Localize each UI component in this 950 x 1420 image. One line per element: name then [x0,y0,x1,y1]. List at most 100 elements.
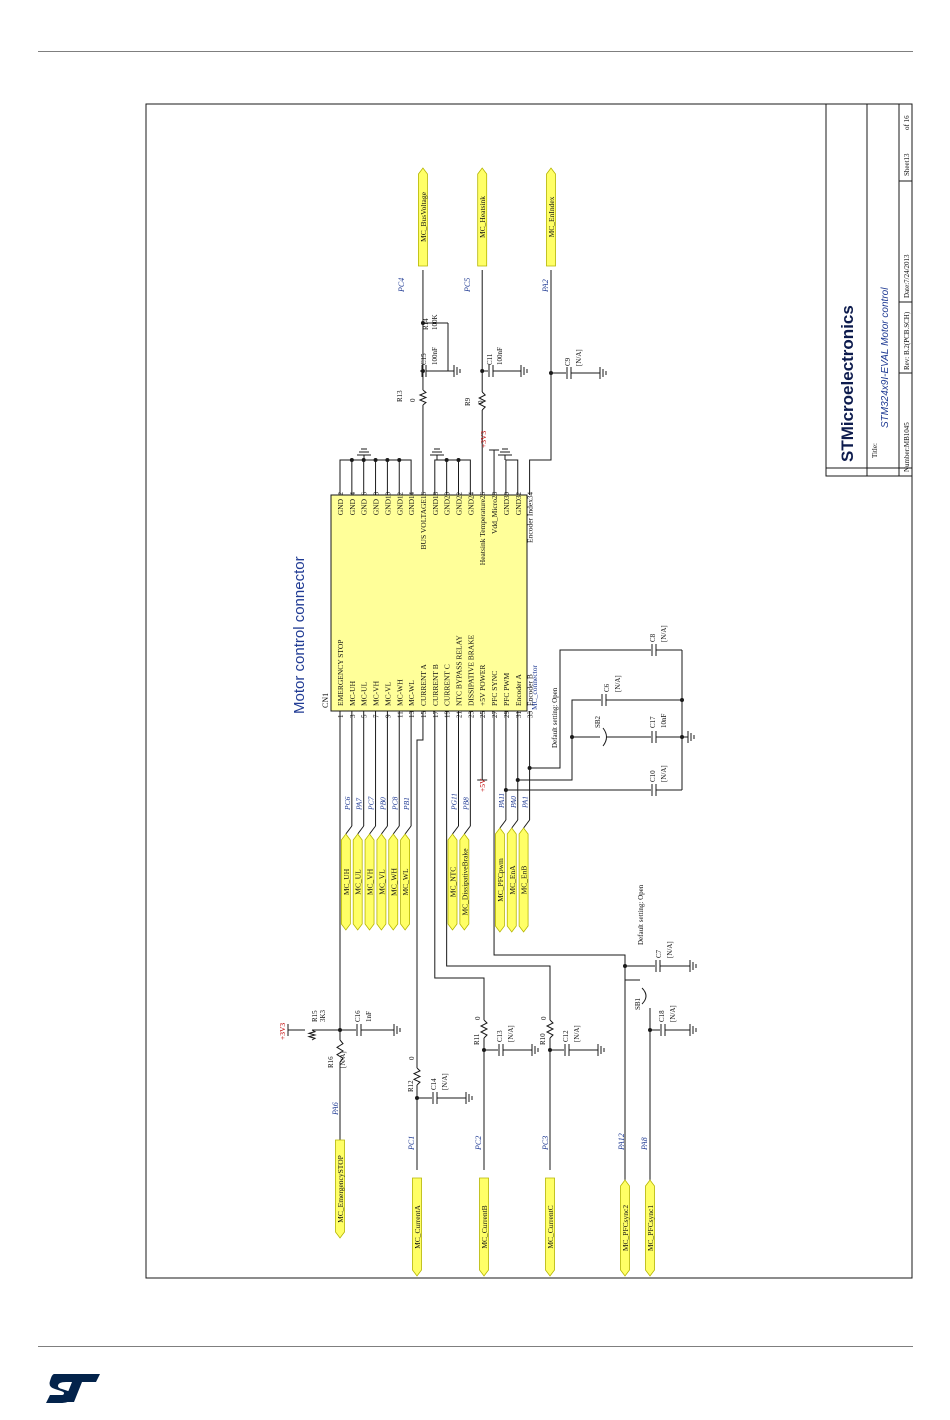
pin-number: 20 [444,492,452,500]
part-value: [N/A] [507,1025,515,1042]
part-value: [N/A] [573,1025,581,1042]
part-value: 0 [477,400,485,404]
part-ref: C16 [354,1010,362,1022]
port-label: PC6 [343,796,352,811]
port-label: PC2 [474,1136,483,1151]
net-label-pwm [400,833,411,931]
power-label: +5V [478,778,487,792]
part-value: [N/A] [660,765,668,782]
pin-name: Encoder B [526,674,535,706]
port-label: PC7 [367,796,376,811]
port-label: PA12 [617,1133,626,1151]
port-label: PA11 [497,793,506,809]
default-note: Default setting: Open [551,687,559,748]
part-ref: R13 [396,390,404,402]
net-label-text: MC_EnB [520,866,529,895]
pin-number: 16 [420,492,428,500]
pin-name: CURRENT A [419,664,428,706]
net-label-pfc-enc [494,827,505,933]
pin-name: EMERGENCY STOP [336,640,345,706]
junction-dot [570,735,574,739]
resistor-icon [418,389,428,406]
wire [345,825,353,835]
pin-name: MC-WL [407,680,416,706]
part-value: 0 [408,1056,416,1060]
net-label-text: MC_Heatsink [478,196,487,238]
pin-name: GND [455,498,464,515]
port-label: PA6 [331,1102,340,1116]
resistor-icon [412,1067,422,1086]
net-label-busvoltage [418,167,428,267]
pin-number: 31 [515,711,523,719]
sheet-total: of 16 [903,115,911,130]
pin-number: 6 [361,492,369,496]
st-logo-icon [46,1374,100,1403]
port-label: PA8 [640,1137,649,1151]
pin-number: 26 [479,492,487,500]
net-label-text: MC_CurrentC [546,1205,555,1248]
pin-number: 10 [384,492,392,500]
part-ref: SB2 [594,715,602,728]
part-ref: R15 [311,1010,319,1022]
port-label: PA1 [521,796,530,809]
solder-bridge-icon [602,727,607,747]
wire [434,722,485,1020]
wire [404,825,412,835]
sheet-number: Sheet13 [903,153,911,176]
wire [380,825,388,835]
header-rule [38,51,913,52]
net-label-text: MC_WL [401,868,410,896]
drawing-rev: Rev: B.2(PCB.SCH) [903,311,911,370]
part-value: 100nF [496,347,504,365]
part-ref: R10 [539,1033,547,1045]
part-ref: C9 [564,357,572,366]
pin-number: 17 [432,711,440,719]
pin-name: GND [431,498,440,515]
connector-body [330,494,528,712]
pin-number: 18 [432,492,440,500]
pin-name: BUS VOLTAGE [419,499,428,550]
pin-number: 11 [396,711,404,718]
pin-number: 8 [373,492,381,496]
part-ref: C13 [496,1030,504,1042]
pin-number: 2 [337,492,345,496]
junction-dot [385,458,390,462]
pin-number: 3 [349,714,357,718]
pin-name: Encoder Index [526,499,535,543]
port-label: PC5 [463,278,472,293]
resistor-icon [307,1029,317,1041]
pin-name: Vdd_Micro [490,499,499,534]
part-value: 100K [431,314,439,330]
part-value: [N/A] [614,675,622,692]
wire [529,270,552,484]
part-ref: C10 [649,770,657,782]
schematic-frame [145,103,913,1279]
pin-number: 28 [491,492,499,500]
pin-name: MC-UH [348,680,357,706]
net-label-text: MC_CurrentA [413,1205,422,1249]
pin-number: 15 [420,711,428,719]
part-ref: C12 [562,1030,570,1042]
junction-dot [444,458,449,462]
net-label-text: MC_PFCsync2 [621,1205,630,1252]
pin-number: 22 [456,492,464,500]
pin-name: Encoder A [514,674,523,706]
net-label-text: MC_EnA [508,865,517,895]
net-label-currenta [412,1177,422,1277]
pin-name: GND [383,498,392,515]
net-label-pwm [376,833,387,931]
part-value: 3K3 [319,1009,327,1022]
title-block [825,103,913,477]
port-label: PA7 [355,798,364,811]
net-label-text: MC_VL [377,869,386,895]
pin-name: Heatsink Temperature [478,498,487,565]
part-value: 0 [540,1016,548,1020]
pin-name: GND [360,498,369,515]
net-label-pwm [352,833,363,931]
pin-number: 23 [467,711,475,719]
port-label: PA0 [509,796,518,809]
pin-name: NTC BYPASS RELAY [455,635,464,706]
pin-number: 29 [503,711,511,719]
part-value: 0 [409,398,417,402]
